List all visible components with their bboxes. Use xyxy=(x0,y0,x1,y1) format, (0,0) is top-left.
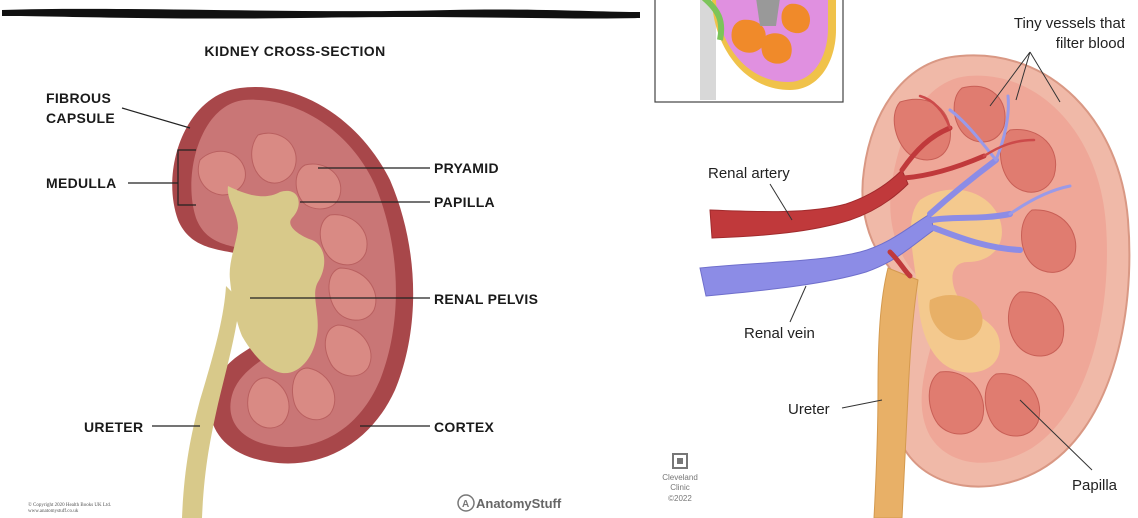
cleveland-clinic-credit: Cleveland Clinic ©2022 xyxy=(662,454,698,503)
leader-renal-vein xyxy=(790,286,806,322)
credit-year: ©2022 xyxy=(668,494,692,503)
credit-line1: Cleveland xyxy=(662,473,698,482)
left-diagram-title: KIDNEY CROSS-SECTION xyxy=(204,43,385,59)
anatomystuff-logo: A AnatomyStuff xyxy=(458,495,562,511)
top-brush-stroke xyxy=(2,9,640,19)
label-fibrous-capsule-line1: FIBROUS xyxy=(46,90,111,106)
label-fibrous-capsule-line2: CAPSULE xyxy=(46,110,115,126)
label-papilla-right: Papilla xyxy=(1072,477,1118,494)
copyright-line2: www.anatomystuff.co.uk xyxy=(28,509,79,514)
label-tiny-vessels-line2: filter blood xyxy=(1056,35,1125,52)
label-renal-vein: Renal vein xyxy=(744,325,815,342)
inset-thumbnail xyxy=(655,0,843,102)
right-kidney-illustration xyxy=(700,55,1129,518)
leader-fibrous-capsule xyxy=(122,108,190,128)
label-ureter-left: URETER xyxy=(84,419,143,435)
copyright-line1: © Copyright 2020 Health Books UK Ltd. xyxy=(28,502,111,508)
label-cortex: CORTEX xyxy=(434,419,494,435)
label-renal-artery: Renal artery xyxy=(708,165,790,182)
left-kidney-illustration xyxy=(172,87,413,518)
label-renal-pelvis: RENAL PELVIS xyxy=(434,291,538,307)
label-tiny-vessels-line1: Tiny vessels that xyxy=(1014,15,1126,32)
label-papilla: PAPILLA xyxy=(434,194,495,210)
label-medulla: MEDULLA xyxy=(46,175,117,191)
logo-text: AnatomyStuff xyxy=(476,496,562,511)
label-ureter-right: Ureter xyxy=(788,401,830,418)
leader-ureter-right xyxy=(842,400,882,408)
credit-line2: Clinic xyxy=(670,483,690,492)
svg-text:A: A xyxy=(462,499,469,510)
label-pyramid: PRYAMID xyxy=(434,160,499,176)
